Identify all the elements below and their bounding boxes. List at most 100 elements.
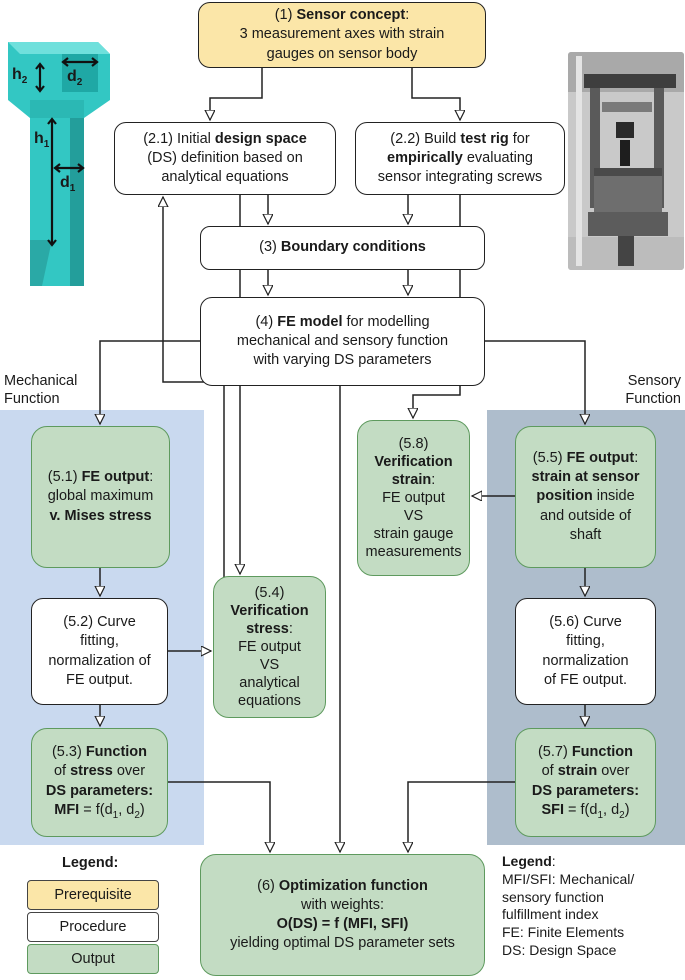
mechanical-label-line-2: Function — [4, 391, 60, 408]
mechanical-label-line-1: Mechanical — [4, 373, 78, 389]
arrow-22-to-58 — [413, 195, 461, 418]
box-5-1-line-1: (5.1) FE output: — [47, 469, 154, 486]
box-5-4-line-2: Verification — [230, 602, 309, 619]
box-5-1-line-3: v. Mises stress — [49, 507, 152, 524]
box-5-3-line-2: of stress over — [53, 763, 146, 780]
box-5-6-curve-fitting: (5.6) Curve fitting, normalization of FE… — [515, 598, 656, 705]
arrow-53-to-6 — [168, 781, 270, 852]
arrow-57-to-6 — [408, 781, 515, 852]
screw-tip — [30, 240, 52, 286]
box-5-8-verification-strain: (5.8) Verification strain: FE output VS … — [357, 420, 470, 576]
box-5-8-line-4: FE output — [382, 489, 445, 506]
box-6-line-4: yielding optimal DS parameter sets — [230, 935, 455, 952]
box-5-8-line-5: VS — [403, 508, 424, 525]
box-2-2-line-1: (2.2) Build test rig for — [390, 130, 530, 147]
box-5-3-function-of-stress: (5.3) Function of stress over DS paramet… — [31, 728, 168, 837]
box-5-4-line-6: analytical — [239, 675, 300, 692]
box-6-line-3: O(DS) = f (MFI, SFI) — [276, 916, 409, 932]
box-5-1-fe-output-stress: (5.1) FE output: global maximum v. Mises… — [31, 426, 170, 568]
screw-bore — [62, 54, 98, 92]
arrow-54-to-21 — [163, 197, 225, 577]
screw-illustration — [8, 42, 110, 286]
box-5-2-line-1: (5.2) Curve — [63, 614, 136, 631]
box-1-line-1: (1) Sensor concept: — [274, 7, 410, 24]
abbrev-line-5: DS: Design Space — [502, 941, 617, 958]
box-5-3-line-1: (5.3) Function — [51, 744, 148, 761]
legend-output: Output — [27, 944, 159, 974]
abbreviation-legend: Legend: MFI/SFI: Mechanical/ sensory fun… — [502, 853, 634, 960]
box-4-line-3: with varying DS parameters — [253, 352, 432, 369]
box-5-4-line-7: equations — [238, 693, 301, 710]
box-5-5-line-3: position inside — [536, 488, 635, 505]
box-5-5-line-5: shaft — [569, 526, 602, 543]
box-2-2-test-rig: (2.2) Build test rig for empirically eva… — [355, 122, 565, 195]
box-2-1-design-space: (2.1) Initial design space (DS) definiti… — [114, 122, 336, 195]
box-6-line-2: with weights: — [300, 896, 384, 913]
box-5-7-line-1: (5.7) Function — [537, 744, 634, 761]
legend-title: Legend: — [62, 855, 119, 871]
sensory-label-line-1: Sensory — [627, 373, 681, 389]
box-5-6-line-4: of FE output. — [543, 671, 628, 688]
legend-procedure: Procedure — [27, 912, 159, 942]
box-4-fe-model: (4) FE model for modelling mechanical an… — [200, 297, 485, 386]
box-5-3-line-4: MFI = f(d1, d2) — [54, 801, 145, 821]
box-5-5-line-1: (5.5) FE output: — [532, 450, 639, 467]
arrow-1-to-21 — [210, 68, 263, 120]
box-2-1-line-3: analytical equations — [161, 169, 289, 186]
box-1-line-3: gauges on sensor body — [266, 45, 418, 62]
abbrev-line-2: sensory function — [502, 888, 604, 905]
abbrev-title: Legend: — [502, 853, 556, 869]
box-2-1-line-1: (2.1) Initial design space — [143, 130, 307, 147]
box-6-optimization-function: (6) Optimization function with weights: … — [200, 854, 485, 976]
box-5-5-line-4: and outside of — [539, 507, 632, 524]
label-d1: d1 — [60, 174, 76, 195]
abbrev-line-4: FE: Finite Elements — [502, 924, 625, 941]
label-h1: h1 — [34, 130, 50, 151]
screw-shaft-shade — [70, 118, 84, 286]
box-5-6-line-2: fitting, — [566, 633, 605, 650]
box-3-boundary-conditions: (3) Boundary conditions — [200, 226, 485, 270]
box-5-4-line-5: VS — [259, 657, 280, 674]
box-5-4-line-3: stress: — [246, 620, 293, 637]
mechanical-function-label: Mechanical Function — [4, 372, 77, 408]
box-5-2-curve-fitting: (5.2) Curve fitting, normalization of FE… — [31, 598, 168, 705]
arrow-4-to-51 — [100, 340, 200, 424]
box-5-7-function-of-strain: (5.7) Function of strain over DS paramet… — [515, 728, 656, 837]
abbrev-line-1: MFI/SFI: Mechanical/ — [502, 870, 635, 887]
box-2-2-line-2: empirically evaluating — [387, 149, 533, 166]
box-1-sensor-concept: (1) Sensor concept: 3 measurement axes w… — [198, 2, 486, 68]
box-5-4-verification-stress: (5.4) Verification stress: FE output VS … — [213, 576, 326, 718]
box-4-line-2: mechanical and sensory function — [236, 332, 449, 349]
box-5-7-line-2: of strain over — [541, 763, 630, 780]
box-5-2-line-3: normalization of — [48, 652, 151, 669]
box-5-5-fe-output-strain: (5.5) FE output: strain at sensor positi… — [515, 426, 656, 568]
box-5-5-line-2: strain at sensor — [531, 469, 640, 486]
box-5-8-line-1: (5.8) — [398, 435, 429, 452]
box-5-6-line-1: (5.6) Curve — [549, 614, 622, 631]
box-5-2-line-2: fitting, — [80, 633, 119, 650]
arrow-1-to-22 — [411, 68, 460, 120]
box-5-8-line-2: Verification — [374, 453, 453, 470]
arrow-4-to-55 — [485, 340, 585, 424]
box-5-4-line-1: (5.4) — [254, 584, 285, 601]
box-5-3-line-3: DS parameters: — [45, 782, 154, 799]
box-5-6-line-3: normalization — [542, 652, 629, 669]
box-2-1-line-2: (DS) definition based on — [147, 149, 303, 166]
label-d2: d2 — [67, 68, 83, 89]
box-1-line-2: 3 measurement axes with strain — [239, 26, 445, 43]
box-4-line-1: (4) FE model for modelling — [255, 313, 430, 330]
box-5-8-line-3: strain: — [391, 471, 436, 488]
screw-neck — [30, 100, 84, 118]
abbrev-line-3: fulfillment index — [502, 906, 599, 923]
sensory-label-line-2: Function — [625, 391, 681, 408]
test-rig-photo — [568, 52, 684, 270]
legend-prerequisite: Prerequisite — [27, 880, 159, 910]
box-5-2-line-4: FE output. — [66, 671, 133, 688]
box-5-1-line-2: global maximum — [47, 488, 154, 505]
box-2-2-line-3: sensor integrating screws — [377, 169, 543, 186]
label-h2: h2 — [12, 66, 28, 87]
box-5-8-line-7: measurements — [365, 544, 462, 561]
box-5-8-line-6: strain gauge — [373, 526, 454, 543]
box-6-line-1: (6) Optimization function — [257, 877, 428, 894]
box-5-7-line-4: SFI = f(d1, d2) — [541, 801, 630, 821]
